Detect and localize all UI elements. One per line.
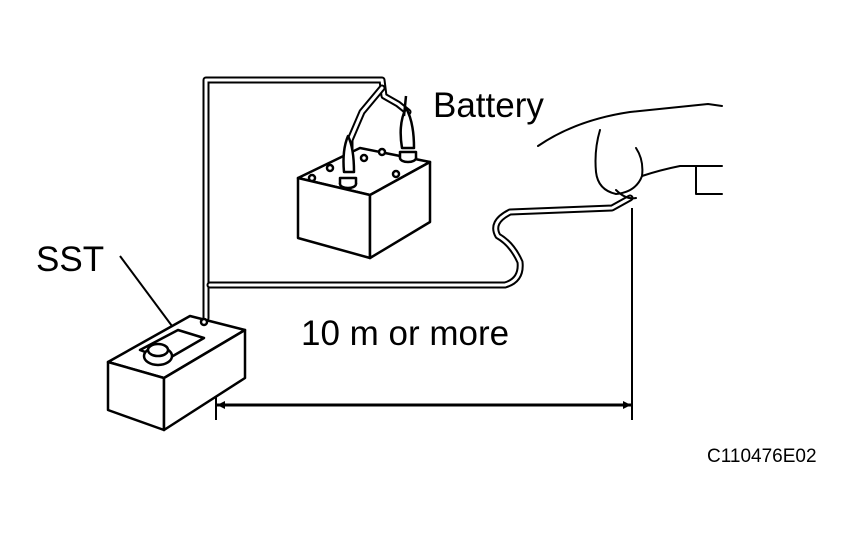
- figure-code: C110476E02: [707, 446, 817, 467]
- probe-cable: [206, 194, 634, 289]
- battery-label: Battery: [433, 86, 544, 125]
- distance-label: 10 m or more: [301, 314, 510, 353]
- sst-box-icon: [106, 314, 247, 432]
- battery-icon: [296, 95, 432, 260]
- hand-icon: [537, 103, 723, 200]
- sst-leader-line: [119, 255, 173, 327]
- sst-label: SST: [36, 240, 105, 279]
- battery-cable: [202, 76, 412, 322]
